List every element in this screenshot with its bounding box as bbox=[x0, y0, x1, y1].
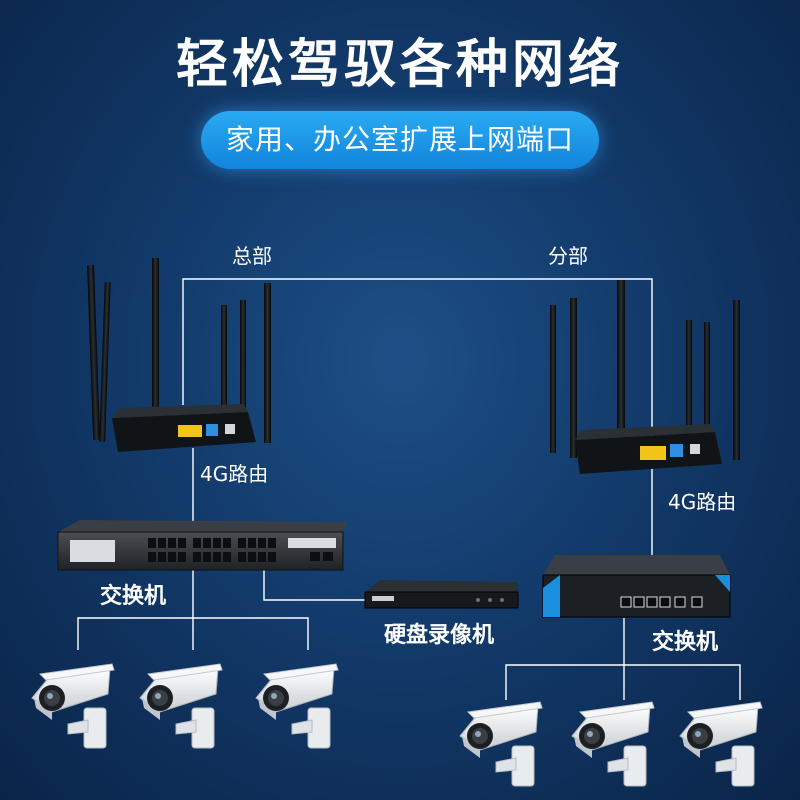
camera-icon bbox=[139, 663, 223, 749]
label-branch: 分部 bbox=[548, 244, 588, 268]
nvr-icon bbox=[364, 580, 519, 609]
label-switch-left: 交换机 bbox=[100, 584, 167, 609]
switch-icon bbox=[542, 555, 731, 618]
subtitle-pill: 家用、办公室扩展上网端口 bbox=[201, 111, 599, 169]
label-router-right: 4G路由 bbox=[668, 490, 737, 514]
label-router-left: 4G路由 bbox=[200, 462, 269, 486]
camera-icon bbox=[679, 701, 763, 787]
camera-icon bbox=[571, 701, 655, 787]
switch-icon bbox=[57, 520, 348, 571]
label-nvr: 硬盘录像机 bbox=[384, 623, 495, 648]
router-icon bbox=[550, 280, 740, 474]
camera-icon bbox=[459, 701, 543, 787]
camera-icon bbox=[31, 663, 115, 749]
router-icon bbox=[87, 258, 271, 452]
page-title: 轻松驾驭各种网络 bbox=[175, 35, 624, 95]
connection-lines bbox=[77, 278, 741, 700]
label-switch-right: 交换机 bbox=[652, 630, 719, 655]
label-hq: 总部 bbox=[232, 244, 272, 268]
camera-icon bbox=[255, 663, 339, 749]
